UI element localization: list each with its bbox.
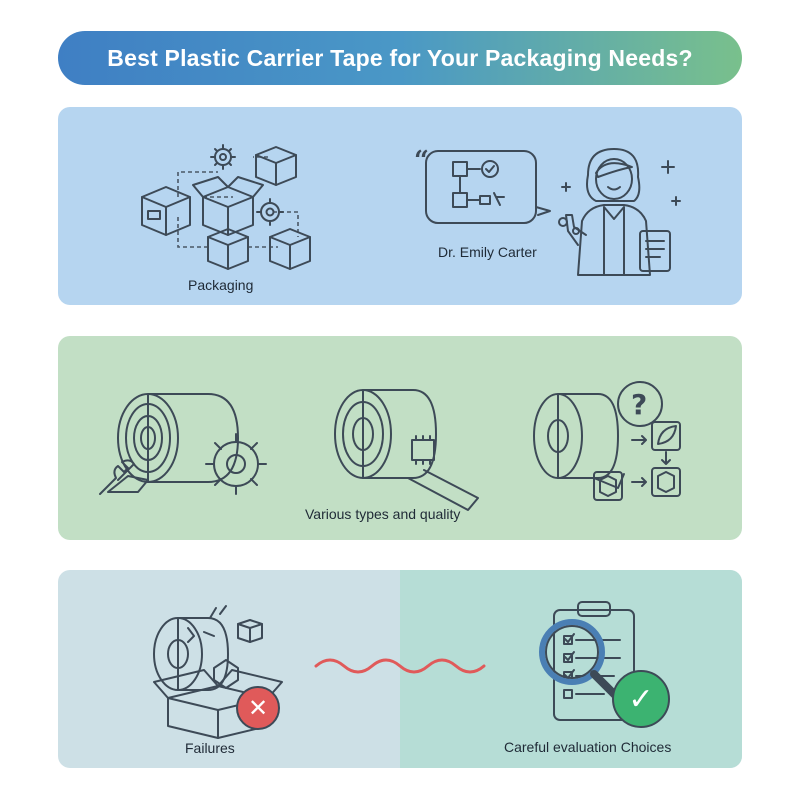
- box-icon: [651, 467, 681, 497]
- tape-roll-icon: [99, 393, 267, 495]
- check-icon: ✓: [612, 670, 670, 728]
- choices-half: [400, 570, 742, 768]
- box-icon: [593, 471, 623, 501]
- evaluation-panel: ✕ Failures ✓ Careful evaluation Choices: [58, 570, 742, 768]
- wave-divider-icon: [314, 658, 486, 674]
- expert-name: Dr. Emily Carter: [438, 244, 537, 260]
- tape-types-label: Various types and quality: [305, 506, 461, 522]
- failures-label: Failures: [185, 740, 235, 756]
- choices-label: Careful evaluation Choices: [504, 739, 672, 755]
- gear-icon: [256, 198, 284, 226]
- gear-icon: [205, 433, 267, 495]
- broken-tape-icon: [153, 605, 283, 739]
- box-icon: [237, 619, 263, 643]
- error-icon: ✕: [236, 686, 280, 730]
- tape-roll-icon: [334, 389, 479, 511]
- wrench-icon: [99, 459, 135, 495]
- svg-text:?: ?: [631, 388, 647, 421]
- open-box-icon: [192, 176, 264, 236]
- checklist-icon: [539, 601, 635, 721]
- title-banner: Best Plastic Carrier Tape for Your Packa…: [58, 31, 742, 85]
- box-icon: [141, 186, 191, 236]
- page-title: Best Plastic Carrier Tape for Your Packa…: [107, 44, 693, 71]
- packaging-network-illustration: [141, 144, 311, 270]
- question-icon: ?: [617, 381, 663, 427]
- svg-text:“: “: [414, 146, 429, 176]
- packaging-label: Packaging: [188, 277, 254, 293]
- leaf-icon: [651, 421, 681, 451]
- box-icon: [207, 228, 249, 270]
- chip-icon: [411, 435, 435, 465]
- packaging-panel: Packaging “ Dr. Emily Carter: [58, 107, 742, 305]
- tape-types-panel: Various types and quality ?: [58, 336, 742, 540]
- tape-roll-icon: ?: [533, 381, 681, 501]
- scientist-icon: [561, 148, 681, 276]
- box-icon: [255, 146, 297, 186]
- gear-icon: [210, 144, 236, 170]
- box-icon: [269, 228, 311, 270]
